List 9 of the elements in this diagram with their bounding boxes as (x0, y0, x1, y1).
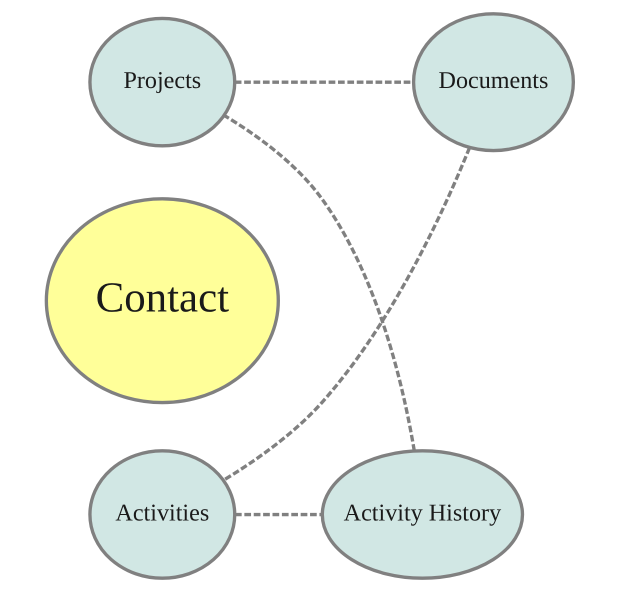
node-ellipse: Contact (44, 197, 280, 404)
connector (222, 147, 472, 482)
connector (234, 512, 322, 516)
connector (234, 80, 414, 84)
node-ellipse: Activities (88, 449, 236, 580)
node-ellipse: Activity History (320, 449, 524, 580)
node-ellipse: Documents (412, 12, 576, 152)
node-ellipse: Projects (88, 16, 236, 148)
connector (224, 114, 416, 451)
